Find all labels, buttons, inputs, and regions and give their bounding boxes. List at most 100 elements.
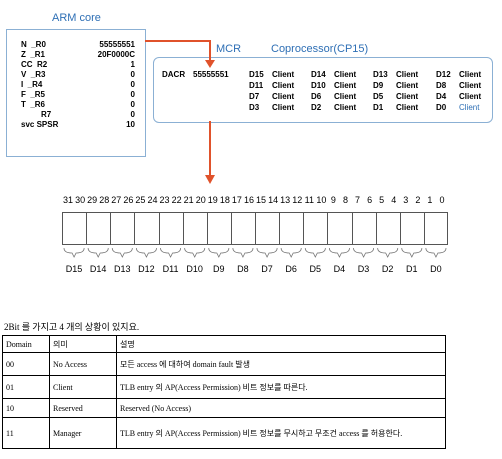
domain-label: D11 xyxy=(162,264,179,274)
bit-number: 21 xyxy=(183,195,194,205)
domain-id: D13 xyxy=(373,70,388,79)
domain-id: D6 xyxy=(311,92,322,101)
dacr-label: DACR xyxy=(162,70,186,79)
bit-number: 24 xyxy=(147,195,158,205)
bit-divider xyxy=(279,212,281,245)
arm-core-title: ARM core xyxy=(52,12,101,24)
domain-client-value: Client xyxy=(396,103,419,112)
domain-description: TLB entry 의 AP(Access Permission) 비트 정보를… xyxy=(116,375,446,399)
domain-id: D7 xyxy=(249,92,260,101)
domain-id: D1 xyxy=(373,103,384,112)
register-row: R7 0 xyxy=(21,110,135,120)
domain-label: D1 xyxy=(406,264,418,274)
register-value: 0 xyxy=(130,100,135,109)
bit-number: 1 xyxy=(427,195,433,205)
bit-number: 6 xyxy=(367,195,373,205)
bit-divider xyxy=(399,212,401,245)
bit-number: 5 xyxy=(379,195,385,205)
dacr-arrow-head xyxy=(205,175,215,184)
domain-brace xyxy=(328,247,350,258)
domain-id: D2 xyxy=(311,103,322,112)
domain-brace xyxy=(377,247,399,258)
register-value: 1 xyxy=(130,60,135,69)
domain-label: D3 xyxy=(357,264,370,274)
domain-label: D10 xyxy=(186,264,203,274)
domain-client-value: Client xyxy=(334,70,357,79)
domain-label: D13 xyxy=(114,264,131,274)
domain-id: D9 xyxy=(373,81,384,90)
mcr-arrow-head xyxy=(205,60,215,68)
domain-client-value: Client xyxy=(272,103,295,112)
domain-description: 모든 access 에 대하여 domain fault 발생 xyxy=(116,352,446,376)
bit-number: 25 xyxy=(135,195,146,205)
domain-brace xyxy=(111,247,133,258)
table-row: 10 Reserved Reserved (No Access) xyxy=(2,398,446,418)
dacr-value: 55555551 xyxy=(193,70,229,79)
domain-id: D12 xyxy=(436,70,451,79)
bit-divider xyxy=(255,212,256,245)
domain-brace xyxy=(401,247,423,258)
domain-client-value: Client xyxy=(459,81,482,90)
intro-text: 2Bit 를 가지고 4 개의 상황이 있지요. xyxy=(4,322,140,332)
domain-code: 01 xyxy=(2,375,50,399)
bit-number: 26 xyxy=(123,195,134,205)
domain-brace xyxy=(135,247,157,258)
bit-divider xyxy=(327,212,329,245)
bit-divider xyxy=(110,212,112,245)
header-meaning: 의미 xyxy=(49,335,117,353)
domain-meaning: Manager xyxy=(49,417,117,449)
domain-id: D14 xyxy=(311,70,326,79)
domain-label: D12 xyxy=(138,264,155,274)
bit-divider xyxy=(351,212,353,245)
table-row: 00 No Access 모든 access 에 대하여 domain faul… xyxy=(2,352,446,376)
domain-client-value: Client xyxy=(396,81,419,90)
domain-meaning: Client xyxy=(49,375,117,399)
domain-code: 00 xyxy=(2,352,50,376)
domain-brace xyxy=(232,247,254,258)
coprocessor-title: Coprocessor(CP15) xyxy=(271,43,369,55)
bit-divider xyxy=(158,212,160,245)
coprocessor-box xyxy=(153,57,493,123)
domain-label: D14 xyxy=(89,264,107,274)
bit-number: 11 xyxy=(304,195,314,205)
domain-label: D5 xyxy=(309,264,322,274)
domain-label: D6 xyxy=(285,264,297,274)
register-name: R7 xyxy=(41,110,52,119)
domain-brace xyxy=(208,247,230,258)
bit-divider xyxy=(423,212,425,245)
register-value: 0 xyxy=(130,110,135,119)
register-name: CC R2 xyxy=(21,60,48,69)
register-name: svc SPSR xyxy=(21,120,59,129)
bit-number: 22 xyxy=(171,195,182,205)
bit-divider xyxy=(86,212,88,245)
domain-id: D11 xyxy=(249,81,264,90)
bit-number: 17 xyxy=(231,195,242,205)
domain-id: D3 xyxy=(249,103,260,112)
bit-number: 31 xyxy=(63,195,74,205)
domain-id: D4 xyxy=(436,92,447,101)
bit-number: 2 xyxy=(415,195,421,205)
header-domain: Domain xyxy=(2,335,50,353)
register-value: 0 xyxy=(130,90,135,99)
domain-client-value: Client xyxy=(396,92,419,101)
register-row: CC R2 1 xyxy=(21,60,135,70)
table-row: 11 Manager TLB entry 의 AP(Access Permiss… xyxy=(2,417,446,449)
domain-brace xyxy=(184,247,206,258)
domain-label: D15 xyxy=(65,264,83,274)
domain-brace xyxy=(353,247,375,258)
domain-id: D15 xyxy=(249,70,264,79)
domain-id: D5 xyxy=(373,92,384,101)
domain-brace xyxy=(425,247,447,258)
domain-description: Reserved (No Access) xyxy=(116,398,446,418)
domain-braces xyxy=(63,247,447,258)
bit-number: 12 xyxy=(292,195,303,205)
domain-description: TLB entry 의 AP(Access Permission) 비트 정보를… xyxy=(116,417,446,449)
bit-number: 19 xyxy=(207,195,218,205)
header-description: 설명 xyxy=(116,335,446,353)
domain-label: D0 xyxy=(430,264,442,274)
domain-client-value: Client xyxy=(272,70,295,79)
bit-number: 30 xyxy=(75,195,86,205)
